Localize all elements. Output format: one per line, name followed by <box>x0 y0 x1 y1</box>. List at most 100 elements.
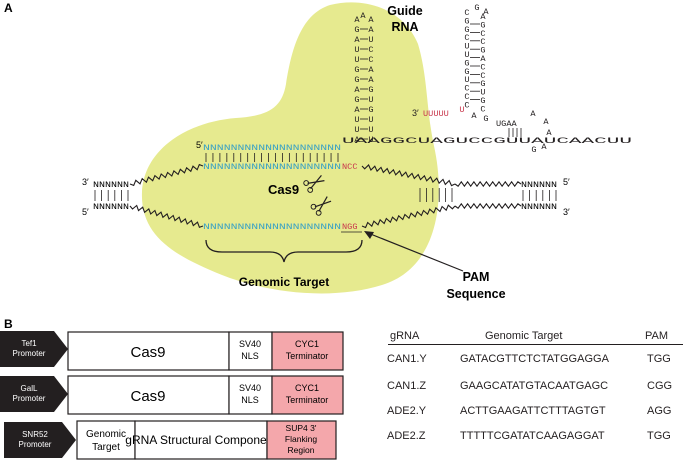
sup4-flanking-box <box>266 420 337 460</box>
rna-base: A <box>354 105 360 115</box>
rna-base: U <box>368 35 373 45</box>
table-row-pam: AGG <box>647 405 672 417</box>
dna-backbone-segment <box>129 204 204 229</box>
rna-base: U <box>464 42 469 52</box>
scissors-icon <box>303 175 325 193</box>
construct-snr52-grna: SNR52 Promoter Genomic Target gRNA Struc… <box>4 420 337 460</box>
table-header-grna: gRNA <box>390 330 420 342</box>
rna-base: G <box>354 25 359 35</box>
rna-base: A <box>354 35 360 45</box>
rna-base: C <box>368 55 373 65</box>
rna-3prime-label: 3′ <box>412 108 419 118</box>
right-flank-top-seq: NNNNNN <box>521 180 557 190</box>
pam-arrowhead <box>364 231 374 239</box>
flank-basepair-ticks <box>94 188 557 202</box>
promoter-arrow <box>0 331 68 367</box>
rna-base: A <box>483 7 489 17</box>
table-row-grna: CAN1.Z <box>387 380 427 392</box>
bottom-strand-right-end: 3′ <box>563 207 570 217</box>
rna-base: G <box>464 67 469 77</box>
construct-tef1-cas9: Tef1 Promoter Cas9 SV40 NLS CYC1 Termina… <box>0 331 344 371</box>
rna-base: U <box>354 55 359 65</box>
terminator-line1: CYC1 <box>295 383 319 393</box>
nls-line1: SV40 <box>239 339 261 349</box>
left-flank-bottom-seq: NNNNNN <box>93 202 129 212</box>
table-header-pam: PAM <box>645 330 669 342</box>
rna-base: U <box>464 75 469 85</box>
rna-ugaa: UGAA <box>496 119 517 129</box>
rna-base: G <box>354 75 359 85</box>
nls-line2: NLS <box>241 395 259 405</box>
rna-base: C <box>464 100 469 110</box>
rna-base: G <box>531 145 536 155</box>
rna-base: A <box>354 85 360 95</box>
rna-base: C <box>480 29 485 39</box>
target-bottom-pam: NGG <box>342 222 357 232</box>
rna-base: C <box>480 104 485 114</box>
rna-base: U <box>368 135 373 145</box>
rna-base: C <box>464 92 469 102</box>
terminator-line2: Terminator <box>286 395 329 405</box>
table-row-target: TTTTTCGATATCAAGAGGAT <box>460 430 605 442</box>
genomic-target-brace <box>205 239 363 263</box>
guide-rna-title-line1: Guide <box>387 4 422 18</box>
guide-rna-title-line2: RNA <box>391 20 418 34</box>
sup4-line3: Region <box>288 445 315 455</box>
dna-backbone-segment <box>361 164 456 187</box>
sup4-line2: Flanking <box>285 434 317 444</box>
cas9-box-label: Cas9 <box>130 388 165 405</box>
sup4-line1: SUP4 3' <box>286 423 317 433</box>
pam-sequence-label-line1: PAM <box>463 270 490 284</box>
target-bottom-sequence: NNNNNNNNNNNNNNNNNNNN <box>203 222 341 232</box>
left-flank-top-seq: NNNNNN <box>93 180 129 190</box>
dna-backbone-segment <box>129 163 204 187</box>
rna-base: A <box>541 142 547 152</box>
rna-base: G <box>354 65 359 75</box>
rna-base: C <box>480 71 485 81</box>
spacer-5prime-label: 5′ <box>196 140 203 150</box>
rna-base: C <box>480 37 485 47</box>
rna-base: G <box>464 58 469 68</box>
promoter-word: Promoter <box>13 394 46 403</box>
grna-structural-label: gRNA Structural Component <box>125 433 277 447</box>
promoter-name: Tef1 <box>21 339 37 348</box>
target-top-pam: NCC <box>342 162 357 172</box>
rna-base: G <box>480 79 485 89</box>
promoter-word: Promoter <box>13 349 46 358</box>
table-row-target: GAAGCATATGTACAATGAGC <box>460 380 609 392</box>
rna-base: U <box>368 95 373 105</box>
table-row-pam: CGG <box>647 380 673 392</box>
rna-base: A <box>354 15 360 25</box>
dna-backbone-segment <box>361 204 456 229</box>
bottom-strand-left-end: 5′ <box>82 207 89 217</box>
rna-base: U <box>368 115 373 125</box>
nls-line2: NLS <box>241 351 259 361</box>
genomic-target-label: Genomic Target <box>239 275 329 289</box>
table-row-grna: CAN1.Y <box>387 353 427 365</box>
spacer-basepair-ticks <box>205 153 339 162</box>
rna-base: G <box>464 25 469 35</box>
rna-base: G <box>480 96 485 106</box>
rna-base: G <box>480 20 485 30</box>
genomic-target-box <box>76 420 136 460</box>
promoter-word: Promoter <box>19 440 52 449</box>
rna-base: U <box>354 45 359 55</box>
table-row-grna: ADE2.Z <box>387 430 426 442</box>
terminator-box <box>271 331 344 371</box>
cas9-protein-shape <box>141 2 439 294</box>
dna-backbone-segment <box>454 180 522 188</box>
cas9-box <box>67 331 230 371</box>
promoter-arrow <box>0 376 68 412</box>
rna-linker-sequence: UAAGGCUAGUCCGUUAUCAACUU <box>342 136 632 146</box>
scissors-icon <box>310 196 332 216</box>
rna-base: G <box>354 95 359 105</box>
terminator-line2: Terminator <box>286 351 329 361</box>
table-row-target: ACTTGAAGATTCTTTAGTGT <box>460 405 606 417</box>
rna-base: A <box>368 75 374 85</box>
genomic-target-box-line1: Genomic <box>86 429 126 440</box>
rna-base: U <box>368 125 373 135</box>
rna-base: G <box>480 46 485 56</box>
rna-base: A <box>368 65 374 75</box>
